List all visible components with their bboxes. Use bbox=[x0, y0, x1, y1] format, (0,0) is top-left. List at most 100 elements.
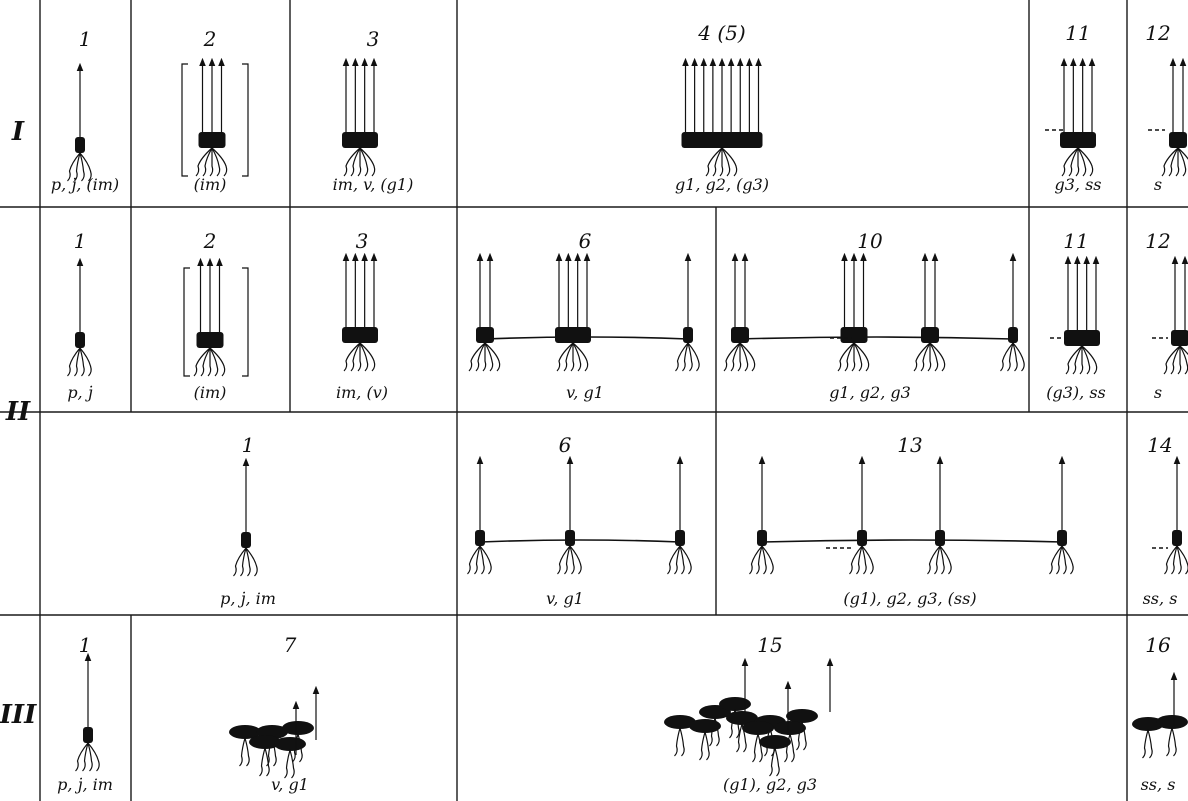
diagram-cell: 7v, g1 bbox=[229, 633, 320, 794]
plant-icon bbox=[849, 455, 874, 575]
diagram-cell: 15(g1), g2, g3 bbox=[664, 633, 834, 794]
root-mark bbox=[479, 545, 485, 575]
diagram-cell: 12s bbox=[1145, 229, 1188, 402]
root-mark bbox=[719, 148, 724, 177]
root-mark bbox=[67, 152, 81, 182]
cell-caption: ss, s bbox=[1143, 589, 1178, 608]
plant-icon bbox=[67, 257, 92, 377]
root-mark bbox=[79, 347, 85, 377]
root-mark bbox=[1147, 729, 1153, 759]
rhizome-node bbox=[840, 327, 868, 343]
root-mark bbox=[1075, 147, 1080, 177]
root-mark bbox=[739, 342, 749, 372]
cell-caption: ss, s bbox=[1141, 775, 1176, 794]
rhizome-link bbox=[479, 539, 681, 543]
root-mark bbox=[1177, 147, 1188, 160]
rhizome-node bbox=[1172, 530, 1182, 546]
root-mark bbox=[79, 152, 92, 182]
root-mark bbox=[82, 742, 89, 772]
plant-icon bbox=[67, 62, 92, 182]
rhizome-node bbox=[683, 327, 693, 343]
root-mark bbox=[343, 342, 361, 372]
cell-number: 16 bbox=[1145, 633, 1171, 657]
root-mark bbox=[1049, 545, 1063, 575]
rhizome-node bbox=[565, 530, 575, 546]
tuber-mark bbox=[1156, 715, 1188, 729]
cell-number: 1 bbox=[242, 433, 255, 457]
root-mark bbox=[359, 147, 376, 177]
rhizome-node bbox=[1064, 330, 1100, 346]
cell-caption: s bbox=[1154, 383, 1162, 402]
rhizome-node bbox=[935, 530, 945, 546]
root-mark bbox=[679, 727, 685, 757]
root-mark bbox=[87, 742, 100, 772]
plant-icon bbox=[342, 57, 378, 177]
root-mark bbox=[679, 545, 685, 575]
root-mark bbox=[209, 148, 214, 177]
cell-number: 6 bbox=[579, 229, 592, 253]
rhizome-node bbox=[342, 327, 378, 343]
diagram-cell: 11(g3), ss bbox=[1046, 229, 1106, 402]
diagram-cell: 4 (5)g1, g2, (g3) bbox=[675, 21, 769, 194]
cell-number: 7 bbox=[284, 633, 297, 657]
bracket-mark bbox=[183, 267, 249, 377]
diagram-cell: 3im, v, (g1) bbox=[333, 27, 414, 194]
cell-number: 13 bbox=[897, 433, 922, 457]
plant-icon bbox=[749, 455, 774, 575]
rhizome-node bbox=[342, 132, 378, 148]
root-mark bbox=[475, 342, 486, 372]
cell-number: 3 bbox=[356, 229, 369, 253]
root-mark bbox=[240, 547, 247, 577]
rhizome-node bbox=[921, 327, 939, 343]
root-mark bbox=[723, 342, 741, 372]
root-mark bbox=[1179, 345, 1188, 375]
row-label-III: III bbox=[0, 700, 37, 730]
tuber-mark bbox=[742, 721, 774, 735]
plant-icon bbox=[667, 455, 692, 575]
tuber-mark bbox=[759, 735, 791, 749]
root-mark bbox=[849, 545, 863, 575]
root-mark bbox=[572, 342, 582, 372]
root-mark bbox=[939, 545, 952, 575]
rhizome-node bbox=[198, 132, 226, 148]
plant-icon bbox=[927, 455, 952, 575]
cell-caption: (g3), ss bbox=[1046, 383, 1106, 402]
rhizome-node bbox=[241, 532, 251, 548]
diagram-cell: 16 ss, s bbox=[1132, 633, 1188, 794]
rhizome-node bbox=[1060, 132, 1096, 148]
cell-caption: v, g1 bbox=[546, 589, 584, 608]
root-mark bbox=[736, 723, 743, 753]
diagram-cell: 1p, j̇ bbox=[67, 229, 93, 402]
root-mark bbox=[1000, 342, 1014, 372]
root-mark bbox=[87, 742, 93, 772]
root-mark bbox=[239, 737, 246, 767]
root-mark bbox=[357, 148, 362, 177]
root-mark bbox=[79, 347, 92, 377]
cell-caption: (im) bbox=[194, 175, 227, 194]
row-label-II: II bbox=[5, 397, 31, 427]
root-mark bbox=[1163, 345, 1181, 375]
root-mark bbox=[927, 545, 941, 575]
rhizome-node bbox=[476, 327, 494, 343]
root-mark bbox=[564, 545, 571, 575]
rhizome-node bbox=[1169, 132, 1187, 148]
plant-icon bbox=[75, 652, 100, 772]
root-mark bbox=[679, 545, 692, 575]
root-mark bbox=[357, 343, 362, 372]
plant-icon bbox=[557, 455, 582, 575]
diagram-cell: 3im, (v) bbox=[336, 229, 388, 402]
rhizome-node bbox=[75, 137, 85, 153]
root-mark bbox=[484, 342, 494, 372]
rhizome-node bbox=[555, 327, 591, 343]
plant-icon bbox=[1164, 455, 1188, 575]
root-mark bbox=[1166, 727, 1173, 757]
root-mark bbox=[1061, 545, 1074, 575]
cell-caption: g1, g2, g3 bbox=[829, 383, 911, 402]
root-mark bbox=[927, 343, 932, 372]
root-mark bbox=[853, 342, 863, 372]
plant-icon bbox=[555, 252, 591, 372]
cell-caption: (g1), g2, g3, (ss) bbox=[843, 589, 976, 608]
root-mark bbox=[195, 147, 213, 177]
